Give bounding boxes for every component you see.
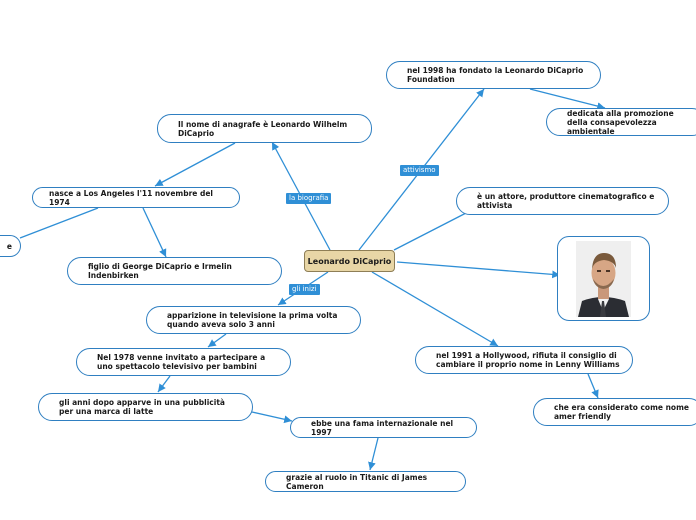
edge-fama-titanic (370, 438, 378, 470)
edge-invitato-pubblicita (158, 376, 170, 392)
node-nome-anagrafe[interactable]: Il nome di anagrafe è Leonardo Wilhelm D… (157, 114, 372, 143)
node-figlio[interactable]: figlio di George DiCaprio e Irmelin Inde… (67, 257, 282, 285)
edge-apparizione-invitato (208, 334, 226, 347)
edge-label-biografia: la biografia (286, 193, 331, 204)
node-invitato[interactable]: Nel 1978 venne invitato a partecipare a … (76, 348, 291, 376)
edge-center-attore (394, 212, 468, 250)
node-pubblicita[interactable]: gli anni dopo apparve in una pubblicità … (38, 393, 253, 421)
portrait-node[interactable] (557, 236, 650, 321)
node-fama[interactable]: ebbe una fama internazionale nel 1997 (290, 417, 477, 438)
node-promozione[interactable]: dedicata alla promozione della consapevo… (546, 108, 696, 136)
node-nascita[interactable]: nasce a Los Angeles l'11 novembre del 19… (32, 187, 240, 208)
edge-pubblicita-fama (252, 412, 292, 421)
node-attore[interactable]: è un attore, produttore cinematografico … (456, 187, 669, 215)
edge-hollywood-considerato (588, 374, 598, 398)
edge-fondazione-promozione (530, 89, 605, 108)
edge-center-image (397, 262, 560, 275)
edge-label-attivismo: attivismo (400, 165, 439, 176)
central-topic[interactable]: Leonardo DiCaprio (304, 250, 395, 272)
portrait-photo-icon (576, 241, 631, 317)
edge-nascita-left (20, 208, 98, 238)
node-titanic[interactable]: grazie al ruolo in Titanic di James Came… (265, 471, 466, 492)
edge-center-hollywood (372, 272, 498, 346)
node-offscreen-left[interactable]: e (0, 235, 21, 257)
edge-nome-nascita (155, 143, 235, 186)
node-hollywood[interactable]: nel 1991 a Hollywood, rifiuta il consigl… (415, 346, 633, 374)
node-apparizione[interactable]: apparizione in televisione la prima volt… (146, 306, 361, 334)
node-fondazione[interactable]: nel 1998 ha fondato la Leonardo DiCaprio… (386, 61, 601, 89)
edge-label-inizi: gli inizi (289, 284, 320, 295)
node-considerato[interactable]: che era considerato come nome amer frien… (533, 398, 696, 426)
edge-nascita-figlio (143, 208, 166, 257)
